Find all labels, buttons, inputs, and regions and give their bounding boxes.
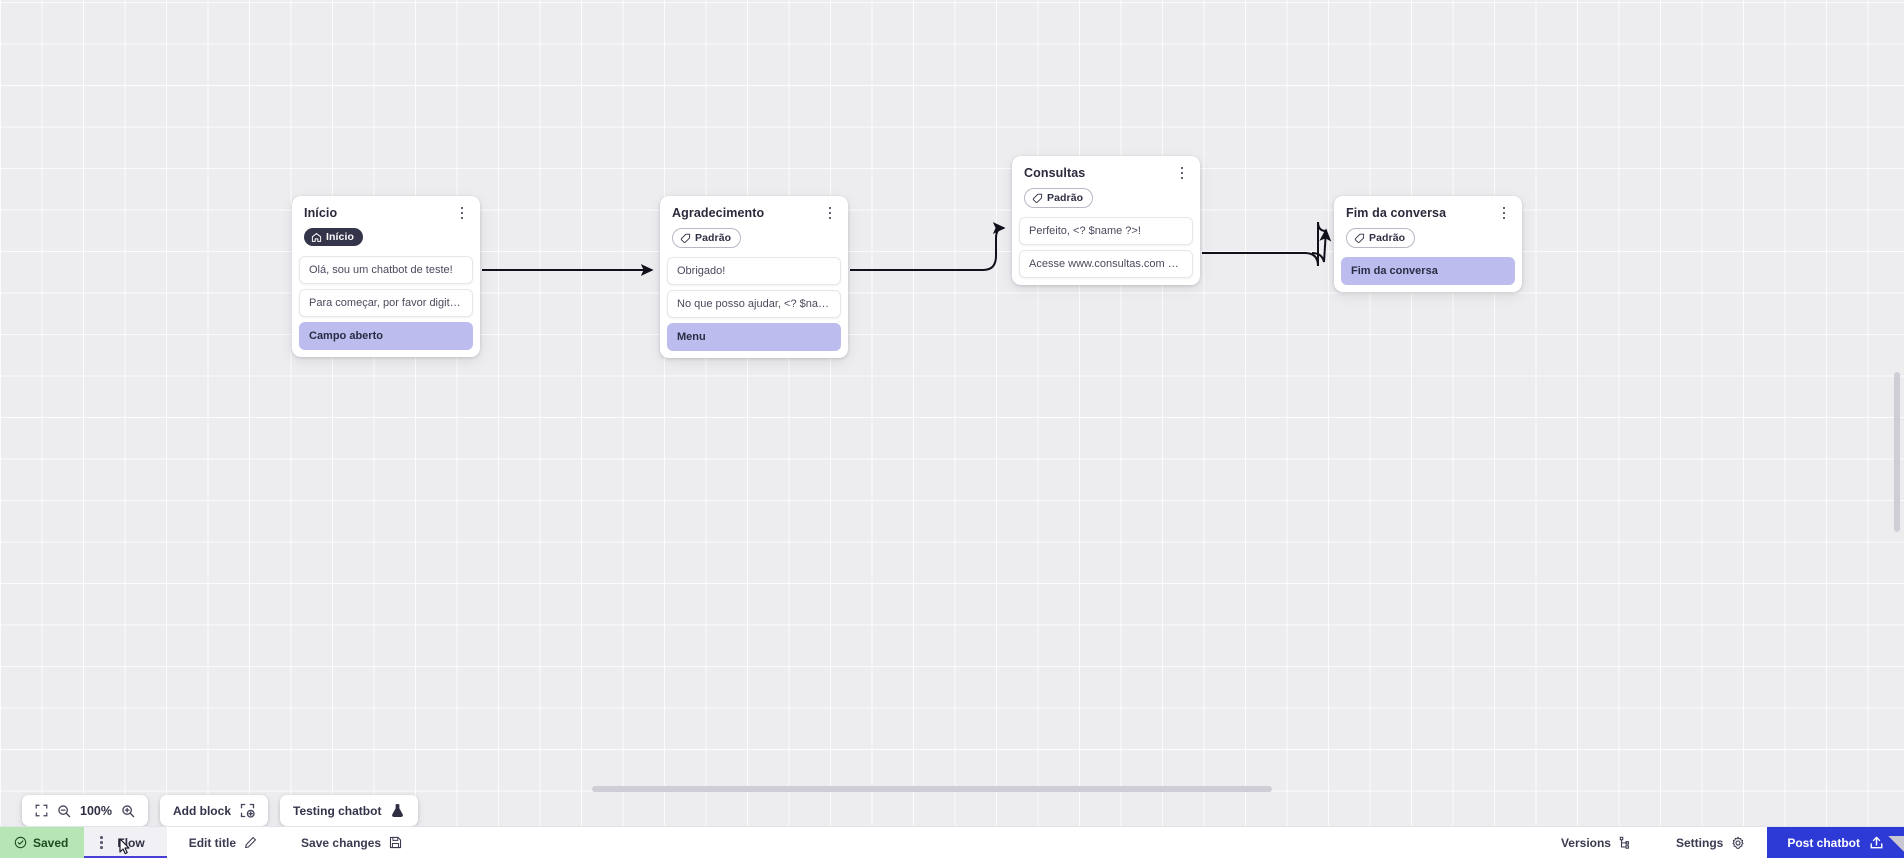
- versions-label: Versions: [1560, 835, 1611, 850]
- flow-node-fim-da-conversa[interactable]: Fim da conversa Padrão Fim da conversa: [1334, 196, 1522, 292]
- edit-title-label: Edit title: [188, 835, 237, 850]
- tag-icon: [1354, 233, 1365, 243]
- node-title: Início: [304, 206, 338, 220]
- node-badge-label: Padrão: [1047, 192, 1084, 204]
- bottom-status-bar: Saved Flow Edit title Save changes: [0, 826, 1904, 858]
- branch-icon: [1619, 836, 1629, 849]
- node-badges: Padrão: [1012, 181, 1200, 209]
- flow-connectors: [482, 221, 1332, 276]
- node-header: Início: [292, 205, 480, 221]
- edge-consultas-to-fim-arrow: [1311, 228, 1332, 263]
- node-rows: Obrigado! No que posso ajudar, <? $name …: [660, 249, 848, 351]
- node-badge[interactable]: Padrão: [1346, 228, 1416, 248]
- save-changes-button[interactable]: Save changes: [279, 827, 424, 858]
- node-row-action[interactable]: Campo aberto: [299, 321, 473, 350]
- resize-corner-grip[interactable]: [1882, 836, 1904, 858]
- pencil-icon: [245, 837, 257, 849]
- add-block-icon: [240, 803, 255, 818]
- canvas-toolbar: 100% Add block Testing chatbot: [22, 795, 419, 826]
- testing-chatbot-button[interactable]: Testing chatbot: [280, 795, 419, 826]
- node-row-message[interactable]: Olá, sou um chatbot de teste!: [299, 255, 473, 284]
- node-menu-button[interactable]: [455, 205, 469, 221]
- fit-screen-icon[interactable]: [35, 804, 48, 817]
- node-badges: Padrão: [660, 221, 848, 249]
- post-chatbot-button[interactable]: Post chatbot: [1767, 827, 1904, 858]
- settings-button[interactable]: Settings: [1654, 827, 1767, 858]
- horizontal-scrollbar[interactable]: [592, 786, 1272, 792]
- tag-icon: [680, 233, 691, 243]
- node-badges: Início: [292, 221, 480, 248]
- node-badge[interactable]: Padrão: [1024, 188, 1094, 208]
- add-block-button[interactable]: Add block: [159, 795, 268, 826]
- zoom-in-icon[interactable]: [121, 804, 135, 818]
- edit-title-button[interactable]: Edit title: [167, 827, 279, 858]
- node-row-message[interactable]: Obrigado!: [667, 256, 841, 285]
- edge-consultas-to-fim-tail: [1202, 222, 1327, 265]
- flask-icon: [392, 804, 404, 817]
- saved-status-badge: Saved: [0, 827, 85, 858]
- status-bar-right: Versions Settings Post chatbot: [1539, 827, 1904, 858]
- node-badge[interactable]: Padrão: [672, 228, 742, 248]
- node-title: Agradecimento: [672, 206, 765, 220]
- zoom-controls[interactable]: 100%: [22, 795, 148, 826]
- mouse-cursor: [119, 838, 130, 855]
- edge-agradecimento-to-consultas: [850, 222, 1006, 271]
- flow-node-inicio[interactable]: Início Início Olá, sou um chatbot de tes…: [292, 196, 480, 357]
- add-block-label: Add block: [172, 803, 231, 818]
- upload-icon: [1870, 836, 1883, 849]
- flow-canvas[interactable]: Início Início Olá, sou um chatbot de tes…: [0, 0, 1904, 826]
- node-badge[interactable]: Início: [304, 228, 364, 246]
- node-badge-label: Padrão: [695, 232, 732, 244]
- versions-button[interactable]: Versions: [1539, 827, 1654, 858]
- node-menu-button[interactable]: [823, 205, 837, 221]
- node-row-action[interactable]: Menu: [667, 322, 841, 351]
- flow-node-consultas[interactable]: Consultas Padrão Perfeito, <? $name ?>! …: [1012, 156, 1200, 285]
- settings-label: Settings: [1675, 835, 1724, 850]
- gear-icon: [1732, 836, 1744, 849]
- floppy-icon: [390, 836, 402, 849]
- node-row-message[interactable]: No que posso ajudar, <? $name ...: [667, 289, 841, 318]
- flow-menu-icon[interactable]: [94, 835, 108, 851]
- node-rows: Perfeito, <? $name ?>! Acesse www.consul…: [1012, 209, 1200, 278]
- node-header: Agradecimento: [660, 205, 848, 221]
- zoom-level-label: 100%: [80, 803, 112, 818]
- node-menu-button[interactable]: [1175, 165, 1189, 181]
- zoom-out-icon[interactable]: [57, 804, 71, 818]
- node-row-action[interactable]: Fim da conversa: [1341, 256, 1515, 285]
- edge-consultas-to-fim: [1202, 221, 1327, 267]
- home-icon: [311, 232, 322, 242]
- node-header: Fim da conversa: [1334, 205, 1522, 221]
- flow-node-agradecimento[interactable]: Agradecimento Padrão Obrigado! No que po…: [660, 196, 848, 358]
- node-row-message[interactable]: Perfeito, <? $name ?>!: [1019, 216, 1193, 245]
- node-rows: Fim da conversa: [1334, 249, 1522, 285]
- node-title: Fim da conversa: [1346, 206, 1447, 220]
- node-row-message[interactable]: Acesse www.consultas.com par...: [1019, 249, 1193, 278]
- node-header: Consultas: [1012, 165, 1200, 181]
- save-changes-label: Save changes: [301, 835, 382, 850]
- node-title: Consultas: [1024, 166, 1086, 180]
- check-circle-icon: [14, 836, 27, 849]
- node-badge-label: Padrão: [1369, 232, 1406, 244]
- status-bar-left: Saved Flow Edit title Save changes: [0, 827, 424, 858]
- node-menu-button[interactable]: [1497, 205, 1511, 221]
- saved-label: Saved: [33, 835, 69, 850]
- node-rows: Olá, sou um chatbot de teste! Para começ…: [292, 248, 480, 350]
- node-badge-label: Início: [326, 231, 355, 243]
- node-badges: Padrão: [1334, 221, 1522, 249]
- node-row-message[interactable]: Para começar, por favor digite o ...: [299, 288, 473, 317]
- post-chatbot-label: Post chatbot: [1787, 835, 1860, 850]
- testing-chatbot-label: Testing chatbot: [293, 803, 382, 818]
- vertical-scrollbar[interactable]: [1894, 372, 1900, 532]
- tag-icon: [1032, 193, 1043, 203]
